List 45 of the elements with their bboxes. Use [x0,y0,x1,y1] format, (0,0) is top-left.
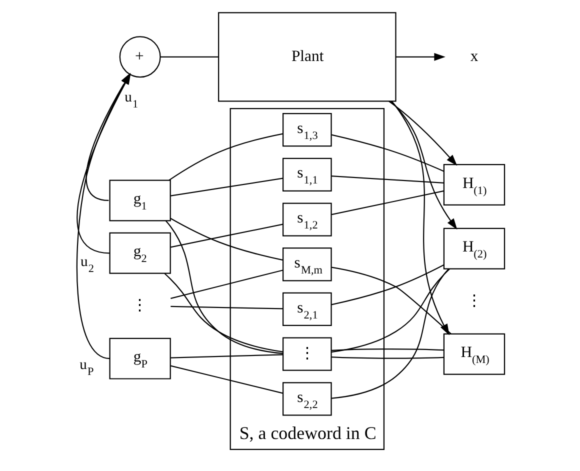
connector [330,190,444,216]
node-box: H$_{(M)}$ [442,333,505,375]
arrow [388,100,457,166]
arrow [396,53,445,61]
node-box: Plant [218,12,396,102]
node-box: g$_{1}$ [108,180,170,222]
connector [170,365,282,394]
edge-label: u$_{2}$ [80,254,94,275]
node-box: s$_{2,1}$ [282,292,332,326]
connector [170,224,282,248]
node-box: s$_{1,2}$ [282,202,332,236]
node-box: g$_{P}$ [108,338,170,380]
connector [170,218,283,261]
node-text: x [470,48,478,66]
connector [330,264,444,306]
edge-label: u$_{P}$ [79,356,94,378]
node-box: s$_{1,3}$ [282,113,332,147]
connector [170,178,282,196]
connector [164,220,282,354]
node-box: s$_{1,1}$ [282,158,332,192]
arrow [390,101,457,230]
connector [170,306,282,310]
connector [331,176,444,184]
connector [164,273,282,352]
connector [168,133,282,181]
node-box: H$_{(2)}$ [442,228,505,270]
connector [331,266,451,334]
connector [331,356,444,359]
connector [330,268,450,353]
edge-label: u$_{1}$ [124,90,138,111]
node-box: g$_{2}$ [108,232,170,274]
arrow [390,101,449,336]
connector [330,134,444,172]
node-box: s$_{2,2}$ [282,382,332,416]
connector [170,354,282,358]
node-box: ⋮ [282,337,332,371]
connector [160,56,218,58]
connector [170,270,282,299]
node-circle: + [118,36,160,78]
node-text: ⋮ [132,297,148,314]
label: ⋮ [466,292,482,310]
node-box: H$_{(1)}$ [442,164,505,206]
connector [330,268,448,399]
connector [331,348,444,351]
node-box: s$_{M,m}$ [282,248,332,282]
